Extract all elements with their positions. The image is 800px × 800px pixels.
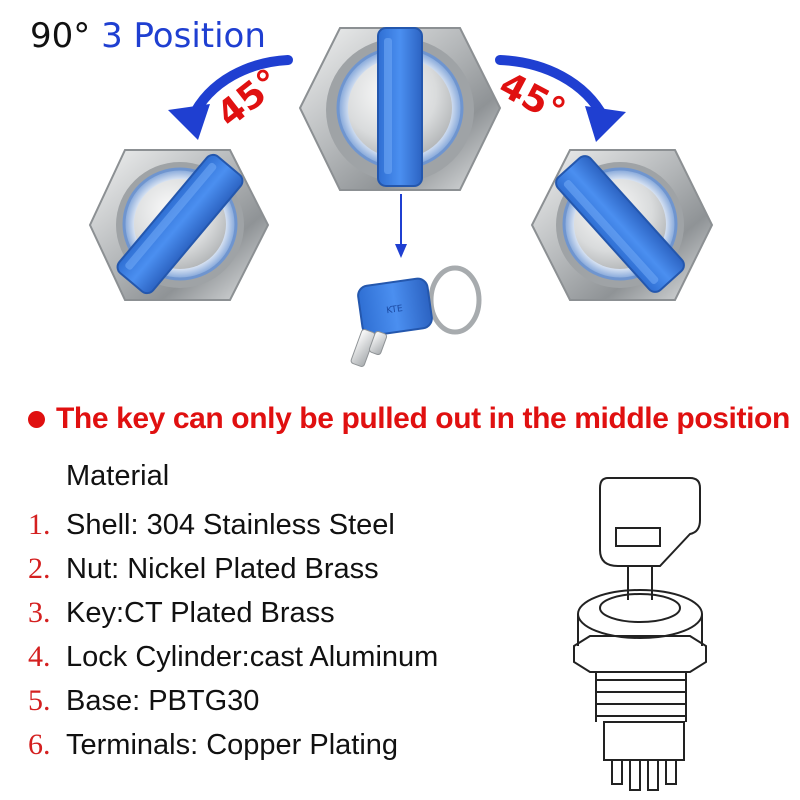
- list-item-number: 5.: [28, 684, 51, 717]
- material-heading: Material: [66, 460, 170, 492]
- list-item-number: 6.: [28, 728, 51, 761]
- down-arrow-icon: [395, 194, 407, 258]
- list-item-number: 1.: [28, 508, 51, 541]
- right-switch-icon: [530, 149, 714, 301]
- blue-key-icon: KTE: [350, 265, 482, 367]
- list-item-text: Lock Cylinder:cast Aluminum: [66, 640, 439, 673]
- list-item-text: Terminals: Copper Plating: [66, 728, 399, 761]
- rotate-left-arrow-icon: [168, 55, 293, 140]
- center-switch-icon: [298, 27, 502, 191]
- list-item-number: 2.: [28, 552, 51, 585]
- list-item-number: 4.: [28, 640, 51, 673]
- list-item: 4. Lock Cylinder:cast Aluminum: [28, 635, 438, 679]
- key-removal-notice: The key can only be pulled out in the mi…: [28, 396, 790, 442]
- left-switch-icon: [88, 149, 270, 301]
- title-position: 3 Position: [101, 16, 266, 56]
- list-item-number: 3.: [28, 596, 51, 629]
- rotate-right-arrow-icon: [495, 55, 626, 142]
- list-item-text: Key:CT Plated Brass: [66, 596, 335, 629]
- material-list: 1. Shell: 304 Stainless Steel 2. Nut: Ni…: [28, 503, 438, 767]
- notice-text: The key can only be pulled out in the mi…: [56, 402, 790, 435]
- bullet-dot-icon: [28, 410, 45, 428]
- key-tag-text: KTE: [386, 304, 404, 316]
- key-switch-line-drawing-icon: [573, 477, 707, 791]
- list-item: 1. Shell: 304 Stainless Steel: [28, 503, 438, 547]
- list-item: 6. Terminals: Copper Plating: [28, 723, 438, 767]
- list-item: 5. Base: PBTG30: [28, 679, 438, 723]
- title-angle: 90°: [30, 16, 91, 56]
- list-item: 2. Nut: Nickel Plated Brass: [28, 547, 438, 591]
- list-item-text: Shell: 304 Stainless Steel: [66, 508, 395, 541]
- list-item-text: Nut: Nickel Plated Brass: [66, 552, 379, 585]
- page-title: 90° 3 Position: [30, 14, 266, 58]
- list-item-text: Base: PBTG30: [66, 684, 260, 717]
- list-item: 3. Key:CT Plated Brass: [28, 591, 438, 635]
